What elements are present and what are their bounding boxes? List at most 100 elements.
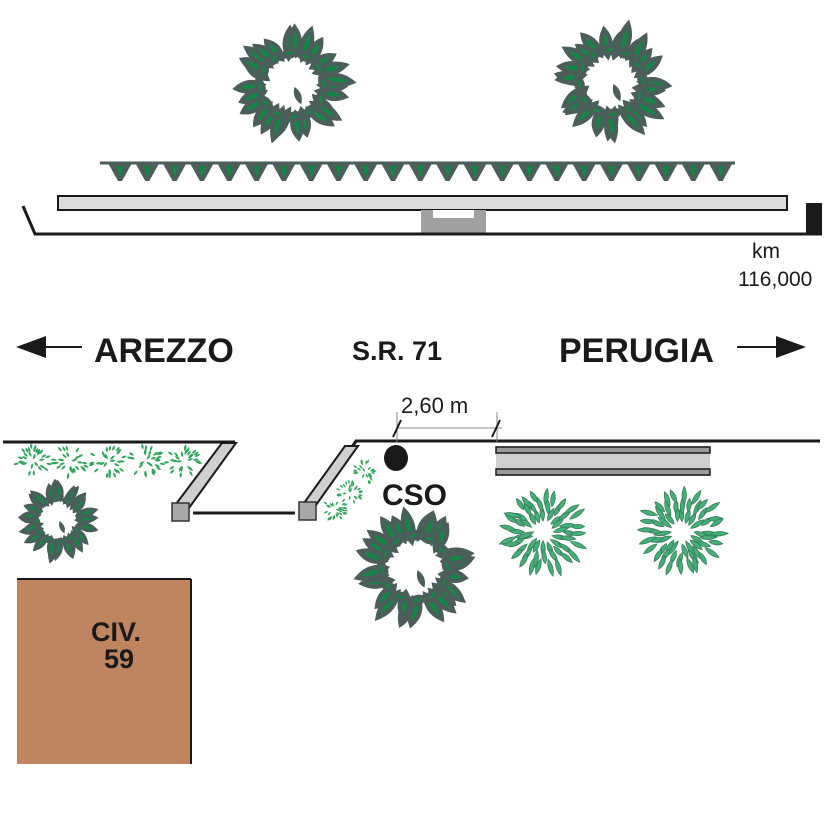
leaf-shape (654, 501, 666, 513)
leaf-shape (362, 467, 365, 472)
leaf-shape (108, 472, 111, 479)
leaf-shape (105, 446, 109, 453)
dimension-label: 2,60 m (401, 393, 468, 418)
leaf-shape (129, 456, 136, 460)
leaf-shape (367, 473, 373, 476)
leaf-shape (180, 451, 184, 458)
leaf-shape (342, 483, 346, 488)
leaf-shape (357, 495, 362, 498)
leaf-shape (405, 594, 428, 607)
leaf-shape (343, 503, 348, 506)
leaf-shape (709, 518, 724, 528)
leaf-shape (699, 551, 707, 566)
leaf-shape (41, 454, 47, 458)
shrub (352, 459, 377, 485)
leaf-shape (348, 484, 351, 490)
hedge-triangle-core (663, 166, 669, 178)
top-tree-right (553, 19, 673, 144)
leaf-shape (188, 466, 193, 472)
building-label-line2: 59 (104, 644, 134, 674)
leaf-shape (121, 455, 127, 459)
leaf-shape (192, 458, 199, 461)
gate-post-left (171, 502, 190, 522)
leaf-shape (354, 485, 358, 489)
leaf-shape (665, 559, 673, 576)
leaf-shape (337, 506, 343, 509)
leaf-shape (256, 94, 274, 111)
leaf-shape (50, 458, 57, 461)
leaf-shape (144, 471, 147, 478)
leaf-shape (174, 452, 179, 457)
leaf-shape (93, 468, 99, 473)
leaf-shape (566, 548, 581, 563)
road-edge-top (21, 205, 822, 236)
leaf-shape (279, 47, 302, 59)
leaf-shape (83, 465, 89, 468)
leaf-shape (258, 59, 269, 82)
leaf-shape (354, 472, 359, 474)
leaf-shape (345, 480, 348, 486)
leaf-shape (691, 489, 702, 506)
leaf-shape (663, 490, 671, 508)
leaf-shape (704, 547, 720, 559)
leaf-shape (80, 466, 86, 470)
leaf-shape (637, 69, 649, 92)
leaf-shape (569, 541, 588, 549)
leaf-shape (77, 454, 84, 458)
leaf-shape (617, 19, 632, 59)
leaf-shape (40, 496, 52, 508)
leaf-shape (629, 56, 647, 73)
leaf-shape (155, 466, 162, 471)
leaf-shape (113, 468, 118, 474)
leaf-shape (170, 469, 175, 474)
leaf-shape (693, 499, 702, 517)
leaf-shape (365, 460, 368, 465)
leaf-shape (620, 100, 637, 118)
leaf-shape (194, 454, 201, 457)
leaf-shape (116, 450, 121, 455)
leaf-shape (543, 487, 549, 506)
leaf-shape (37, 466, 42, 471)
leaf-shape (113, 463, 120, 467)
leaf-shape (266, 108, 289, 119)
leaf-shape (35, 447, 38, 454)
leaf-shape (33, 446, 36, 453)
leaf-shape (664, 513, 675, 525)
leaf-shape (45, 462, 52, 466)
leaf-shape (110, 455, 115, 460)
plan-tree-light-2 (636, 485, 729, 576)
leaf-shape (141, 443, 144, 450)
leaf-shape (13, 462, 20, 466)
leaf-shape (175, 460, 182, 463)
km-value-label: 116,000 (738, 268, 812, 291)
leaf-shape (327, 516, 330, 521)
leaf-shape (639, 509, 659, 516)
leaf-shape (28, 470, 31, 477)
top-tree-left (232, 23, 357, 144)
leaf-shape (349, 487, 352, 493)
leaf-shape (27, 446, 31, 453)
leaf-shape (75, 447, 79, 453)
leaf-shape (367, 474, 372, 479)
leaf-shape (353, 469, 358, 472)
leaf-shape (318, 72, 330, 95)
leaf-shape (709, 531, 729, 537)
leaf-shape (343, 507, 348, 510)
leaf-shape (536, 496, 544, 513)
leaf-shape (32, 469, 35, 477)
leaf-shape (71, 458, 78, 462)
leaf-shape (347, 479, 350, 485)
plan-tree-left (17, 478, 99, 564)
leaf-shape (17, 456, 24, 460)
leaf-shape (654, 505, 666, 522)
leaf-shape (293, 86, 302, 105)
hedge-triangle-core (362, 166, 369, 178)
leaf-shape (101, 451, 105, 457)
leaf-shape (370, 471, 376, 474)
leaf-shape (638, 536, 657, 545)
leaf-shape (681, 485, 687, 505)
leaf-shape (108, 445, 112, 452)
lay-by-niche (421, 210, 486, 233)
leaf-shape (32, 513, 41, 529)
gate-post-right (298, 501, 317, 521)
